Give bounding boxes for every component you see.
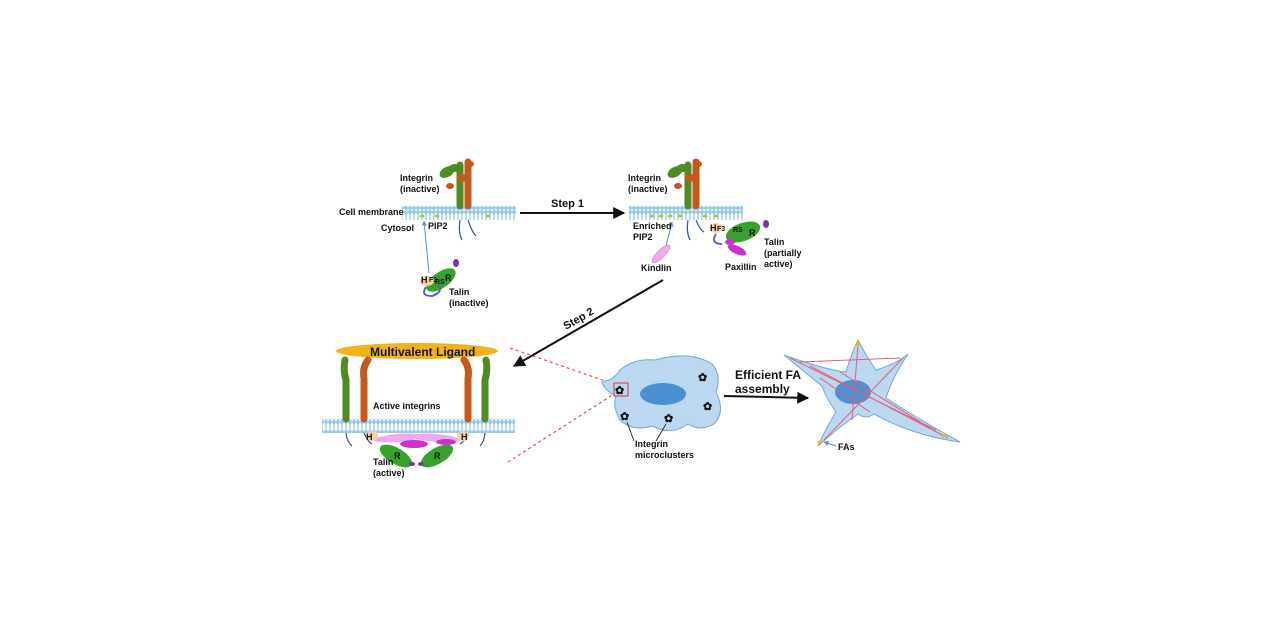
ligand-label: Multivalent Ligand — [370, 345, 475, 359]
h-label-right: H — [461, 432, 468, 442]
microcluster-pointer-2 — [655, 423, 667, 442]
talin-to-pip2-arrow — [421, 220, 430, 274]
kindlin-label: Kindlin — [641, 263, 672, 273]
pip2-dots — [419, 214, 491, 218]
talin-label-1: Talin — [449, 287, 469, 297]
talin-r-label: R — [445, 273, 452, 283]
svg-text:✿: ✿ — [620, 411, 629, 423]
r-label-right: R — [434, 451, 441, 461]
integrin-state-2: (inactive) — [628, 184, 668, 194]
talin-h-label-2: H — [710, 223, 717, 233]
paxillin-label: Paxillin — [725, 262, 757, 272]
integrin-inactive-2 — [667, 158, 705, 241]
kindlin — [651, 244, 671, 264]
talin-f3-label-2: F3 — [717, 226, 725, 233]
talin-f3-label: F3 — [429, 277, 437, 284]
panel-partially-active: H F3 RS R Integrin (inactive) Enriched P… — [628, 158, 802, 273]
fas-label: FAs — [838, 442, 855, 452]
step2-arrow: Step 2 — [512, 279, 664, 367]
panel-active: Multivalent Ligand — [322, 343, 515, 478]
panel-focal-adhesions: FAs — [783, 338, 961, 452]
talin-rs-label: RS — [435, 279, 445, 286]
integrin-inactive — [439, 158, 477, 241]
efficient-fa-label: Efficient FA — [735, 368, 801, 382]
fas-pointer — [823, 441, 837, 447]
talin-state-3: (active) — [373, 468, 405, 478]
enriched-pip2-dots — [649, 214, 719, 218]
stress-fibers — [789, 344, 949, 441]
talin-inactive: H F3 RS R — [420, 259, 459, 298]
active-integrin-left — [340, 356, 373, 447]
panel-inactive: H F3 RS R Integrin (inactive) Cell membr… — [339, 158, 516, 308]
talin-state-1: (inactive) — [449, 298, 489, 308]
talin-label-3: Talin — [373, 457, 393, 467]
r-label-left: R — [394, 451, 401, 461]
svg-text:✿: ✿ — [615, 385, 624, 397]
talin-h-label: H — [421, 275, 428, 285]
microcluster-pointer-1 — [626, 421, 635, 442]
active-integrins-label: Active integrins — [373, 401, 441, 411]
pip2-label: PIP2 — [428, 221, 448, 231]
talin-rs-label-2: RS — [733, 227, 743, 234]
fa-dots — [817, 341, 947, 444]
step1-label: Step 1 — [551, 198, 584, 210]
integrin-state-1: (inactive) — [400, 184, 440, 194]
talin-partially-active: H F3 RS R — [710, 220, 769, 256]
talin-state-2b: active) — [764, 259, 793, 269]
efficient-fa-label-2: assembly — [735, 382, 790, 396]
cytosol-label: Cytosol — [381, 223, 414, 233]
microclusters-label-2: microclusters — [635, 450, 694, 460]
svg-text:✿: ✿ — [664, 413, 673, 425]
talin-active: H H R R — [366, 431, 469, 468]
nucleus — [640, 383, 686, 405]
panel-microclusters: ✿ ✿ ✿ ✿ ✿ Integrin microclusters — [601, 355, 721, 460]
efficient-fa-arrow: Efficient FA assembly — [723, 368, 810, 404]
enriched-pip2-label-2: PIP2 — [633, 232, 653, 242]
integrin-label-1: Integrin — [400, 173, 433, 183]
zoom-lines — [507, 347, 615, 463]
integrin-label-2: Integrin — [628, 173, 661, 183]
talin-state-2a: (partially — [764, 248, 802, 258]
svg-text:✿: ✿ — [703, 401, 712, 413]
cell-membrane-label: Cell membrane — [339, 207, 404, 217]
kindlin-to-pip2-arrow — [665, 221, 674, 247]
microclusters-label: Integrin — [635, 439, 668, 449]
talin-label-2: Talin — [764, 237, 784, 247]
enriched-pip2-label: Enriched — [633, 221, 672, 231]
cell-membrane-3 — [322, 419, 515, 433]
step1-arrow: Step 1 — [520, 198, 626, 219]
paxillin-active — [400, 439, 456, 448]
zoom-box — [613, 382, 629, 397]
h-label-left: H — [366, 432, 373, 442]
microcluster-icons: ✿ ✿ ✿ ✿ ✿ — [615, 372, 712, 425]
svg-text:✿: ✿ — [698, 372, 707, 384]
talin-r-label-2: R — [749, 228, 756, 238]
multivalent-ligand — [336, 343, 498, 359]
